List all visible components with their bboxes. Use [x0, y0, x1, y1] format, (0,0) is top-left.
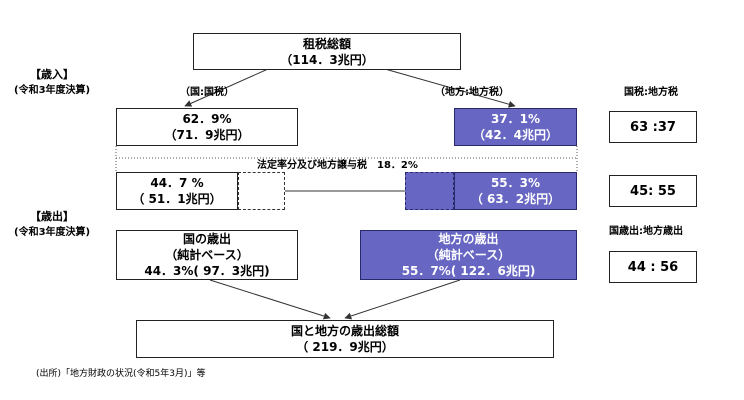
local-tax-label: （地方:地方税） [435, 87, 509, 98]
local-after-transfer-box: 55．3% （ 63．2兆円） [454, 172, 577, 210]
tax-ratio-box: 63 :37 [609, 111, 697, 143]
national-revenue-pct: 62．9% [182, 112, 232, 126]
source-note: (出所)「地方財政の状況(令和5年3月)」等 [36, 369, 206, 379]
arrow-top-to-national [184, 68, 269, 107]
tax-ratio-label: 国税:地方税 [624, 87, 678, 98]
local-after-transfer-pct: 55．3% [490, 176, 541, 190]
expenditure-ratio-box: 44 : 56 [609, 251, 697, 283]
national-tax-label: （国:国税） [180, 87, 234, 98]
expenditure-subheading: (令和3年度決算) [14, 227, 91, 238]
total-tax-box: 租税総額 （114．3兆円） [193, 33, 461, 70]
expenditure-heading: 【歳出】 [30, 210, 74, 223]
total-tax-title: 租税総額 [302, 36, 351, 51]
local-expenditure-box: 地方の歳出 （純計ベース） 55．7%( 122．6兆円) [360, 230, 577, 280]
transfer-source-dashed-box [238, 172, 285, 210]
local-expenditure-value: 55．7%( 122．6兆円) [401, 264, 536, 278]
revenue-subheading: (令和3年度決算) [14, 85, 91, 96]
arrow-top-to-local [384, 68, 516, 108]
national-expenditure-sub: （純計ベース） [165, 248, 249, 262]
transfer-target-dashed-box [405, 172, 454, 210]
national-after-transfer-amount: （ 51．1兆円） [132, 192, 222, 206]
expenditure-ratio-label: 国歳出:地方歳出 [609, 226, 683, 237]
transfer-ratio-box: 45: 55 [609, 175, 697, 207]
national-revenue-amount: （71．9兆円） [164, 128, 250, 142]
local-revenue-pct: 37．1% [490, 112, 541, 126]
local-revenue-amount: （42．4兆円） [472, 128, 559, 142]
total-expenditure-box: 国と地方の歳出総額 （ 219．9兆円） [136, 320, 554, 358]
revenue-heading: 【歳入】 [30, 68, 74, 81]
national-revenue-box: 62．9% （71．9兆円） [116, 108, 298, 146]
national-after-transfer-box: 44．7 % （ 51．1兆円） [116, 172, 238, 210]
national-after-transfer-pct: 44．7 % [150, 176, 204, 190]
local-revenue-box: 37．1% （42．4兆円） [454, 108, 577, 146]
total-expenditure-title: 国と地方の歳出総額 [290, 324, 399, 338]
local-expenditure-title: 地方の歳出 [438, 232, 499, 246]
national-expenditure-title: 国の歳出 [182, 232, 231, 246]
national-expenditure-box: 国の歳出 （純計ベース） 44．3%( 97．3兆円) [116, 230, 298, 280]
total-tax-value: （114．3兆円） [280, 52, 374, 67]
arrow-local-to-total [344, 279, 461, 320]
transfer-label: 法定率分及び地方譲与税 18．2% [257, 160, 418, 171]
local-after-transfer-amount: （ 63．2兆円） [470, 192, 561, 206]
local-expenditure-sub: （純計ベース） [426, 248, 511, 262]
arrow-national-to-total [209, 279, 331, 320]
national-expenditure-value: 44．3%( 97．3兆円) [144, 264, 270, 278]
total-expenditure-value: （ 219．9兆円） [296, 340, 394, 354]
